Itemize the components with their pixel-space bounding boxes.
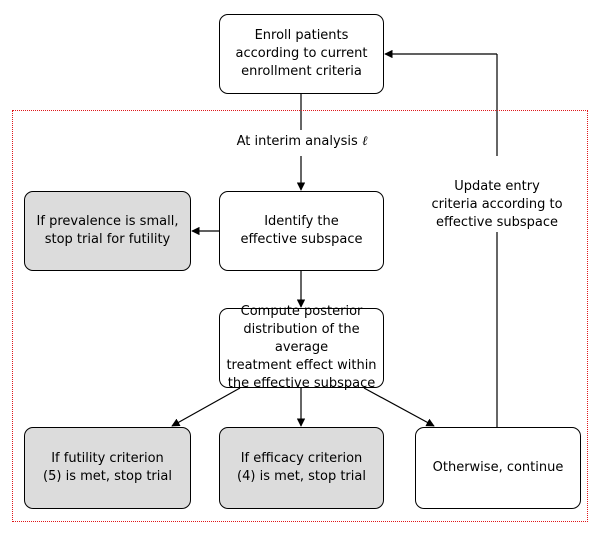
- prevalence-futility-text: If prevalence is small, stop trial for f…: [36, 214, 179, 247]
- efficacy-criterion-text: If efficacy criterion (4) is met, stop t…: [237, 451, 366, 484]
- futility-criterion-box: If futility criterion (5) is met, stop t…: [24, 427, 191, 509]
- otherwise-continue-text: Otherwise, continue: [432, 460, 564, 475]
- prevalence-futility-box: If prevalence is small, stop trial for f…: [24, 191, 191, 271]
- enroll-patients-box: Enroll patients according to current enr…: [219, 14, 384, 94]
- interim-symbol-ell: ℓ: [361, 134, 368, 149]
- update-entry-criteria-text: Update entry criteria according to effec…: [431, 179, 563, 230]
- interim-loop-region: [12, 110, 588, 522]
- interim-analysis-text: At interim analysis: [236, 134, 362, 149]
- interim-analysis-label: At interim analysis ℓ: [232, 133, 372, 151]
- identify-subspace-box: Identify the effective subspace: [219, 191, 384, 271]
- compute-posterior-box: Compute posterior distribution of the av…: [219, 304, 384, 391]
- compute-posterior-text: Compute posterior distribution of the av…: [226, 304, 377, 391]
- update-entry-criteria-label: Update entry criteria according to effec…: [426, 160, 568, 232]
- arrow-posterior-to-otherwise: [363, 387, 435, 427]
- futility-criterion-text: If futility criterion (5) is met, stop t…: [43, 451, 172, 484]
- efficacy-criterion-box: If efficacy criterion (4) is met, stop t…: [219, 427, 384, 509]
- arrow-posterior-to-futility: [171, 387, 241, 427]
- enroll-patients-text: Enroll patients according to current enr…: [235, 28, 368, 79]
- identify-subspace-text: Identify the effective subspace: [240, 214, 363, 247]
- otherwise-continue-box: Otherwise, continue: [415, 427, 581, 509]
